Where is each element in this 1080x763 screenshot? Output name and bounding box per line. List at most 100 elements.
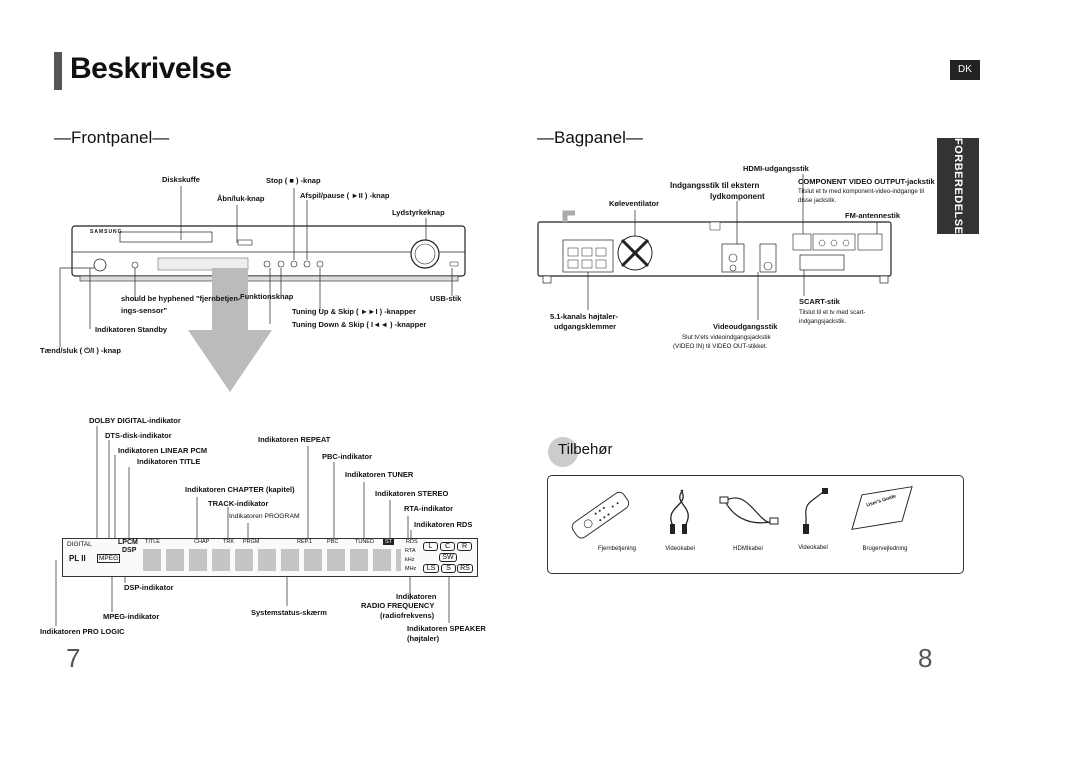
label-stop: Stop ( ■ ) -knap <box>266 176 321 185</box>
speaker-rs: RS <box>457 564 473 573</box>
title-accent-bar <box>54 52 62 90</box>
display-rta: RTA <box>405 548 416 554</box>
video-cable-icon <box>670 489 689 534</box>
label-fm: FM-antennestik <box>845 211 901 220</box>
label-video-desc-2: (VIDEO IN) til VIDEO OUT-stikket. <box>673 343 768 350</box>
label-indgang-1: Indgangsstik til ekstern <box>670 181 760 190</box>
tilbehor-circle <box>548 437 578 467</box>
language-badge: DK <box>950 60 980 80</box>
label-program: Indikatoren PROGRAM <box>229 513 300 520</box>
label-speaker-2: (højtaler) <box>407 634 440 643</box>
label-aabn-luk: Åbn/luk-knap <box>217 194 265 203</box>
speaker-l: L <box>423 542 438 551</box>
remote-control-icon <box>571 491 630 539</box>
label-fjernbetjening-1: should be hyphened "fjernbetjen- <box>121 294 241 303</box>
label-radio-3: (radiofrekvens) <box>380 611 435 620</box>
page-number-right: 8 <box>918 643 933 673</box>
label-rta: RTA-indikator <box>404 504 454 513</box>
label-tuning-up: Tuning Up & Skip ( ►►I ) -knapper <box>292 307 416 316</box>
display-rep1: REP.1 <box>297 539 313 545</box>
acc-label-brugervejledning: Brugervejledning <box>862 546 908 552</box>
label-pro-logic: Indikatoren PRO LOGIC <box>40 627 125 636</box>
display-plii: PL II <box>69 554 86 563</box>
speaker-c: C <box>440 542 455 551</box>
acc-label-videokabel: Videokabel <box>665 546 695 552</box>
display-prgm: PRGM <box>243 539 260 545</box>
display-pbc: PBC <box>327 539 339 545</box>
label-indgang-2: lydkomponent <box>710 192 765 201</box>
display-tuned: TUNED <box>355 539 374 545</box>
display-mhz: MHz <box>405 566 417 572</box>
label-system: Systemstatus-skærm <box>251 608 327 617</box>
label-lydstyrke: Lydstyrkeknap <box>392 208 445 217</box>
label-standby: Indikatoren Standby <box>95 325 168 334</box>
label-linear-pcm: Indikatoren LINEAR PCM <box>118 446 208 455</box>
display-khz: kHz <box>405 557 415 563</box>
display-trk: TRK <box>223 539 234 545</box>
accessories-box: User's Guide Fjernbetjening Videokabel H… <box>547 475 964 574</box>
label-tuner: Indikatoren TUNER <box>345 470 414 479</box>
label-rds: Indikatoren RDS <box>414 520 473 529</box>
label-scart: SCART-stik <box>799 297 840 306</box>
display-st: ST <box>383 539 395 545</box>
label-tuning-down: Tuning Down & Skip ( I◄◄ ) -knapper <box>292 320 427 329</box>
label-usb: USB-stik <box>430 294 462 303</box>
label-hoejtaler-1: 5.1-kanals højtaler- <box>550 312 618 321</box>
bagpanel-heading: —Bagpanel— <box>537 128 643 147</box>
brand-logo: SAMSUNG <box>90 229 123 235</box>
label-scart-desc-2: indgangsjackstik. <box>799 318 847 325</box>
display-chap: CHAP <box>194 539 210 545</box>
label-dts: DTS-disk-indikator <box>105 431 172 440</box>
acc-label-hdmikabel: HDMIkabel <box>733 546 763 552</box>
display-title: TITLE <box>145 539 160 545</box>
label-stereo: Indikatoren STEREO <box>375 489 449 498</box>
display-lpcm: LPCM <box>118 539 138 546</box>
label-component: COMPONENT VIDEO OUTPUT-jackstik <box>798 177 935 186</box>
page-number-left: 7 <box>66 643 81 673</box>
label-radio-2: RADIO FREQUENCY <box>361 601 435 610</box>
label-scart-desc-1: Tilslut til et tv med scart- <box>799 309 866 316</box>
label-chapter: Indikatoren CHAPTER (kapitel) <box>185 485 295 494</box>
display-digital: DIGITAL <box>67 541 92 548</box>
page-title: Beskrivelse <box>70 52 232 85</box>
display-rds: RDS <box>406 539 418 545</box>
label-repeat: Indikatoren REPEAT <box>258 435 331 444</box>
speaker-ls: LS <box>423 564 439 573</box>
label-dsp: DSP-indikator <box>124 583 174 592</box>
video-cable-2-icon <box>803 488 828 534</box>
label-title: Indikatoren TITLE <box>137 457 201 466</box>
acc-label-fjernbetjening: Fjernbetjening <box>597 546 637 552</box>
label-mpeg: MPEG-indikator <box>103 612 160 621</box>
label-hoejtaler-2: udgangsklemmer <box>554 322 617 331</box>
label-koeleventilator: Køleventilator <box>609 199 660 208</box>
label-speaker-1: Indikatoren SPEAKER <box>407 624 486 633</box>
display-dsp: DSP <box>122 547 137 554</box>
label-funktion: Funktionsknap <box>240 292 294 301</box>
label-video: Videoudgangsstik <box>713 322 778 331</box>
side-section-tab: FORBEREDELSE <box>937 138 979 234</box>
speaker-sw: SW <box>439 553 457 562</box>
front-display-illustration: DIGITAL PL II MPEG DSP LPCM TITLE CHAP T… <box>62 538 478 577</box>
display-mpeg: MPEG <box>97 554 121 563</box>
label-component-desc-1: Tilslut et tv med komponent-video-indgan… <box>798 188 924 195</box>
label-afspil-pause: Afspil/pause ( ►II ) -knap <box>300 191 390 200</box>
label-dolby: DOLBY DIGITAL-indikator <box>89 416 181 425</box>
user-manual-icon <box>851 486 913 530</box>
label-video-desc-1: Slut tv'ets videoindgangsjackstik <box>682 334 771 341</box>
label-component-desc-2: disse jackstik. <box>798 197 837 204</box>
label-fjernbetjening-2: ings-sensor" <box>121 306 168 315</box>
acc-label-videokabel-2: Videokabel <box>798 545 828 551</box>
frontpanel-heading: —Frontpanel— <box>54 128 170 147</box>
speaker-s: S <box>441 564 456 573</box>
speaker-r: R <box>457 542 472 551</box>
label-hdmi: HDMI-udgangsstik <box>743 164 809 173</box>
label-taend-sluk: Tænd/sluk ( ⏻/I ) -knap <box>40 346 121 355</box>
label-track: TRACK-indikator <box>208 499 269 508</box>
label-diskskuffe: Diskskuffe <box>162 175 200 184</box>
hdmi-cable-icon <box>719 496 779 525</box>
label-pbc: PBC-indikator <box>322 452 373 461</box>
label-radio-1: Indikatoren <box>396 592 437 601</box>
display-segment-digits <box>143 549 401 571</box>
tilbehor-heading: Tilbehør <box>558 441 613 458</box>
